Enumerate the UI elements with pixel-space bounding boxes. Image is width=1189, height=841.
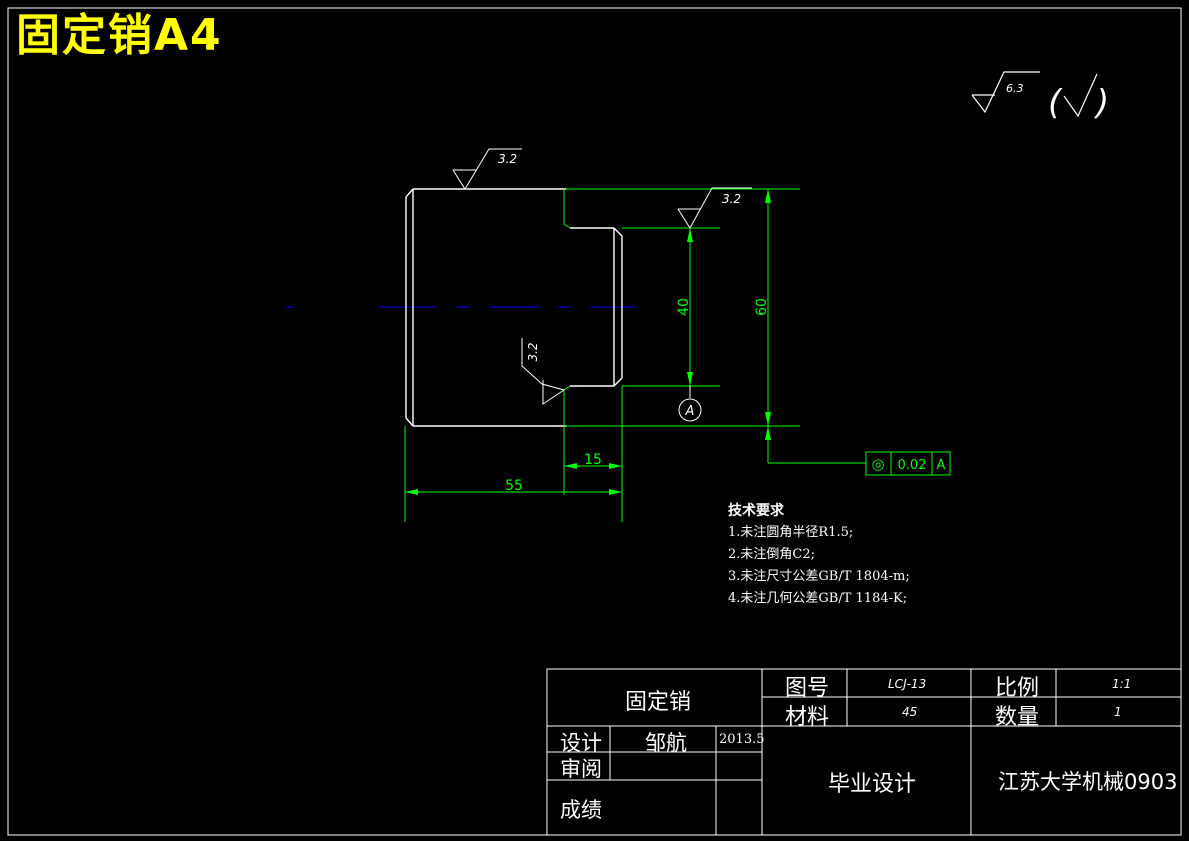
title-block-grid [546, 668, 1182, 836]
tech-item: 3.未注尺寸公差GB/T 1804-m; [728, 569, 910, 584]
part-secondary-lines [563, 188, 800, 427]
tolerance-leader [765, 426, 866, 464]
tb-date: 2013.5 [719, 732, 765, 747]
part-outline [405, 188, 623, 427]
tb-scale-label: 比例 [995, 676, 1040, 701]
tb-organization: 江苏大学机械0903 [998, 770, 1178, 794]
tb-material: 45 [902, 705, 918, 719]
tech-item: 4.未注几何公差GB/T 1184-K; [728, 591, 908, 606]
tb-drawing-no: LCJ-13 [888, 677, 927, 691]
tolerance-symbol: ◎ [871, 455, 884, 473]
dim-55-label: 55 [505, 478, 523, 494]
datum-marker [678, 386, 702, 422]
tb-designer-label: 设计 [560, 731, 602, 755]
dimension-lines [404, 189, 771, 522]
roughness-symbol-bore-face [521, 338, 566, 405]
tb-designer: 邹航 [645, 731, 687, 755]
tb-drawing-no-label: 图号 [785, 676, 830, 701]
tb-project: 毕业设计 [828, 772, 917, 797]
default-roughness-symbol: 6.3 ( ) [971, 71, 1109, 123]
dim-15-label: 15 [584, 452, 602, 468]
roughness-note-close: ) [1093, 83, 1109, 123]
dim-40-label: 40 [676, 298, 692, 316]
roughness-top-label: 3.2 [498, 152, 517, 166]
tb-grade-label: 成绩 [560, 798, 602, 822]
datum-label: A [685, 404, 695, 419]
tech-item: 2.未注倒角C2; [728, 547, 816, 562]
default-roughness-value: 6.3 [1006, 82, 1024, 95]
tb-quantity: 1 [1114, 705, 1122, 719]
tolerance-frame [865, 451, 951, 476]
roughness-note-open: ( [1048, 83, 1063, 123]
technical-requirements: 技术要求 1.未注圆角半径R1.5; 2.未注倒角C2; 3.未注尺寸公差GB/… [728, 500, 910, 610]
roughness-bore-face-label: 3.2 [526, 342, 540, 361]
tech-heading: 技术要求 [728, 503, 784, 519]
sheet-title: 固定销A4 [16, 10, 223, 61]
tolerance-datum: A [937, 458, 946, 473]
roughness-bore-top-label: 3.2 [722, 192, 741, 206]
tech-item: 1.未注圆角半径R1.5; [728, 525, 854, 540]
tolerance-value: 0.02 [898, 458, 927, 473]
roughness-symbol-bore-top [677, 187, 752, 229]
dim-60-label: 60 [754, 298, 770, 316]
roughness-symbol-top [452, 148, 522, 190]
tb-reviewer-label: 审阅 [560, 757, 602, 781]
tb-material-label: 材料 [785, 705, 830, 730]
tb-scale: 1:1 [1112, 677, 1132, 691]
tb-part-name: 固定销 [625, 690, 692, 715]
tb-quantity-label: 数量 [995, 705, 1040, 730]
